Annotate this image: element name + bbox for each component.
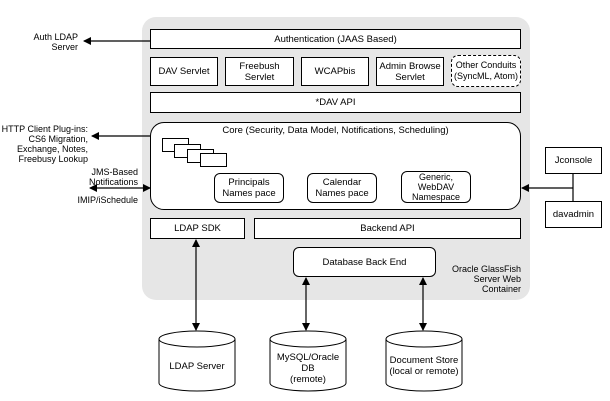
davadmin-box: davadmin [545,201,602,228]
auth-ldap-server-line: Server [51,42,78,52]
other-conduits-label: Other Conduits [455,60,517,70]
dav-servlet-label: DAV Servlet [158,66,210,77]
generic-webdav-namespace-label: Namespace [411,192,461,202]
container-label-line: Server Web [473,274,521,284]
imip-ischedule-label: IMIP/iSchedule [77,195,138,205]
mysql-oracle-db-line: (remote) [290,374,326,385]
http-client-plugins-line: CS6 Migration, [28,134,88,144]
dav-api-label: *DAV API [315,97,356,108]
dav-servlet-box: DAV Servlet [150,57,218,86]
principals-namespace-label: Principals [228,177,270,188]
calendar-namespace-box: Calendar Names pace [307,173,377,203]
admin-browse-servlet-label: Servlet [395,71,425,83]
jconsole-label: Jconsole [554,155,593,166]
wcapbis-label: WCAPbis [314,66,356,77]
ldap-server-line: LDAP Server [169,361,225,372]
principals-namespace-label: Names pace [222,188,276,199]
document-store-cylinder [385,330,463,392]
dav-api-box: *DAV API [150,92,521,113]
generic-webdav-namespace-box: Generic, WebDAV Namespace [401,171,471,203]
document-store-line: (local or remote) [389,366,459,377]
http-client-plugins-line: Exchange, Notes, [16,144,88,154]
generic-webdav-namespace-label: Generic, [418,172,453,182]
backend-api-label: Backend API [360,223,415,234]
document-store-label: Document Store (local or remote) [374,355,474,377]
mysql-oracle-db-line: DB [301,363,315,374]
http-client-plugins-line: Freebusy Lookup [18,154,88,164]
jms-notifications-label: JMS-Based Notifications [20,167,138,187]
admin-browse-servlet-box: Admin Browse Servlet [376,57,444,86]
freebush-servlet-label: Freebush [239,60,280,72]
auth-ldap-server-label: Auth LDAP Server [20,32,78,52]
jconsole-box: Jconsole [545,147,602,174]
ldap-server-label: LDAP Server [159,361,235,372]
core-title: Core (Security, Data Model, Notification… [222,125,449,136]
authentication-label: Authentication (JAAS Based) [274,33,397,45]
ldap-sdk-label: LDAP SDK [174,223,221,234]
freebush-servlet-label: Servlet [244,71,275,83]
auth-ldap-server-line: Auth LDAP [33,32,78,42]
database-back-end-label: Database Back End [322,256,407,268]
ldap-server-cylinder [158,330,236,392]
jms-notifications-line: JMS-Based [91,167,138,177]
database-back-end-box: Database Back End [293,247,436,277]
page-stack-icon [200,153,227,167]
jms-notifications-line: Notifications [88,177,138,187]
other-conduits-label: (SyncML, Atom) [453,71,518,81]
calendar-namespace-label: Calendar [322,177,362,188]
other-conduits-box: Other Conduits (SyncML, Atom) [451,55,521,87]
authentication-box: Authentication (JAAS Based) [150,29,521,49]
generic-webdav-namespace-label: WebDAV [417,182,455,192]
admin-browse-servlet-label: Admin Browse [379,60,441,72]
backend-api-box: Backend API [254,218,521,239]
mysql-oracle-db-line: MySQL/Oracle [276,352,340,363]
calendar-namespace-label: Names pace [315,188,369,199]
wcapbis-box: WCAPbis [301,57,369,86]
http-client-plugins-label: HTTP Client Plug-ins: CS6 Migration, Exc… [0,124,88,164]
document-store-line: Document Store [389,355,459,366]
mysql-oracle-db-label: MySQL/Oracle DB (remote) [262,352,354,385]
davadmin-label: davadmin [552,209,595,220]
principals-namespace-box: Principals Names pace [214,173,284,203]
http-client-plugins-line: HTTP Client Plug-ins: [1,124,88,134]
freebush-servlet-box: Freebush Servlet [225,57,294,86]
ldap-sdk-box: LDAP SDK [150,218,245,239]
container-label-line: Container [481,284,521,294]
container-label: Oracle GlassFish Server Web Container [430,264,521,294]
container-label-line: Oracle GlassFish [451,264,521,274]
mysql-oracle-db-cylinder [269,330,347,392]
